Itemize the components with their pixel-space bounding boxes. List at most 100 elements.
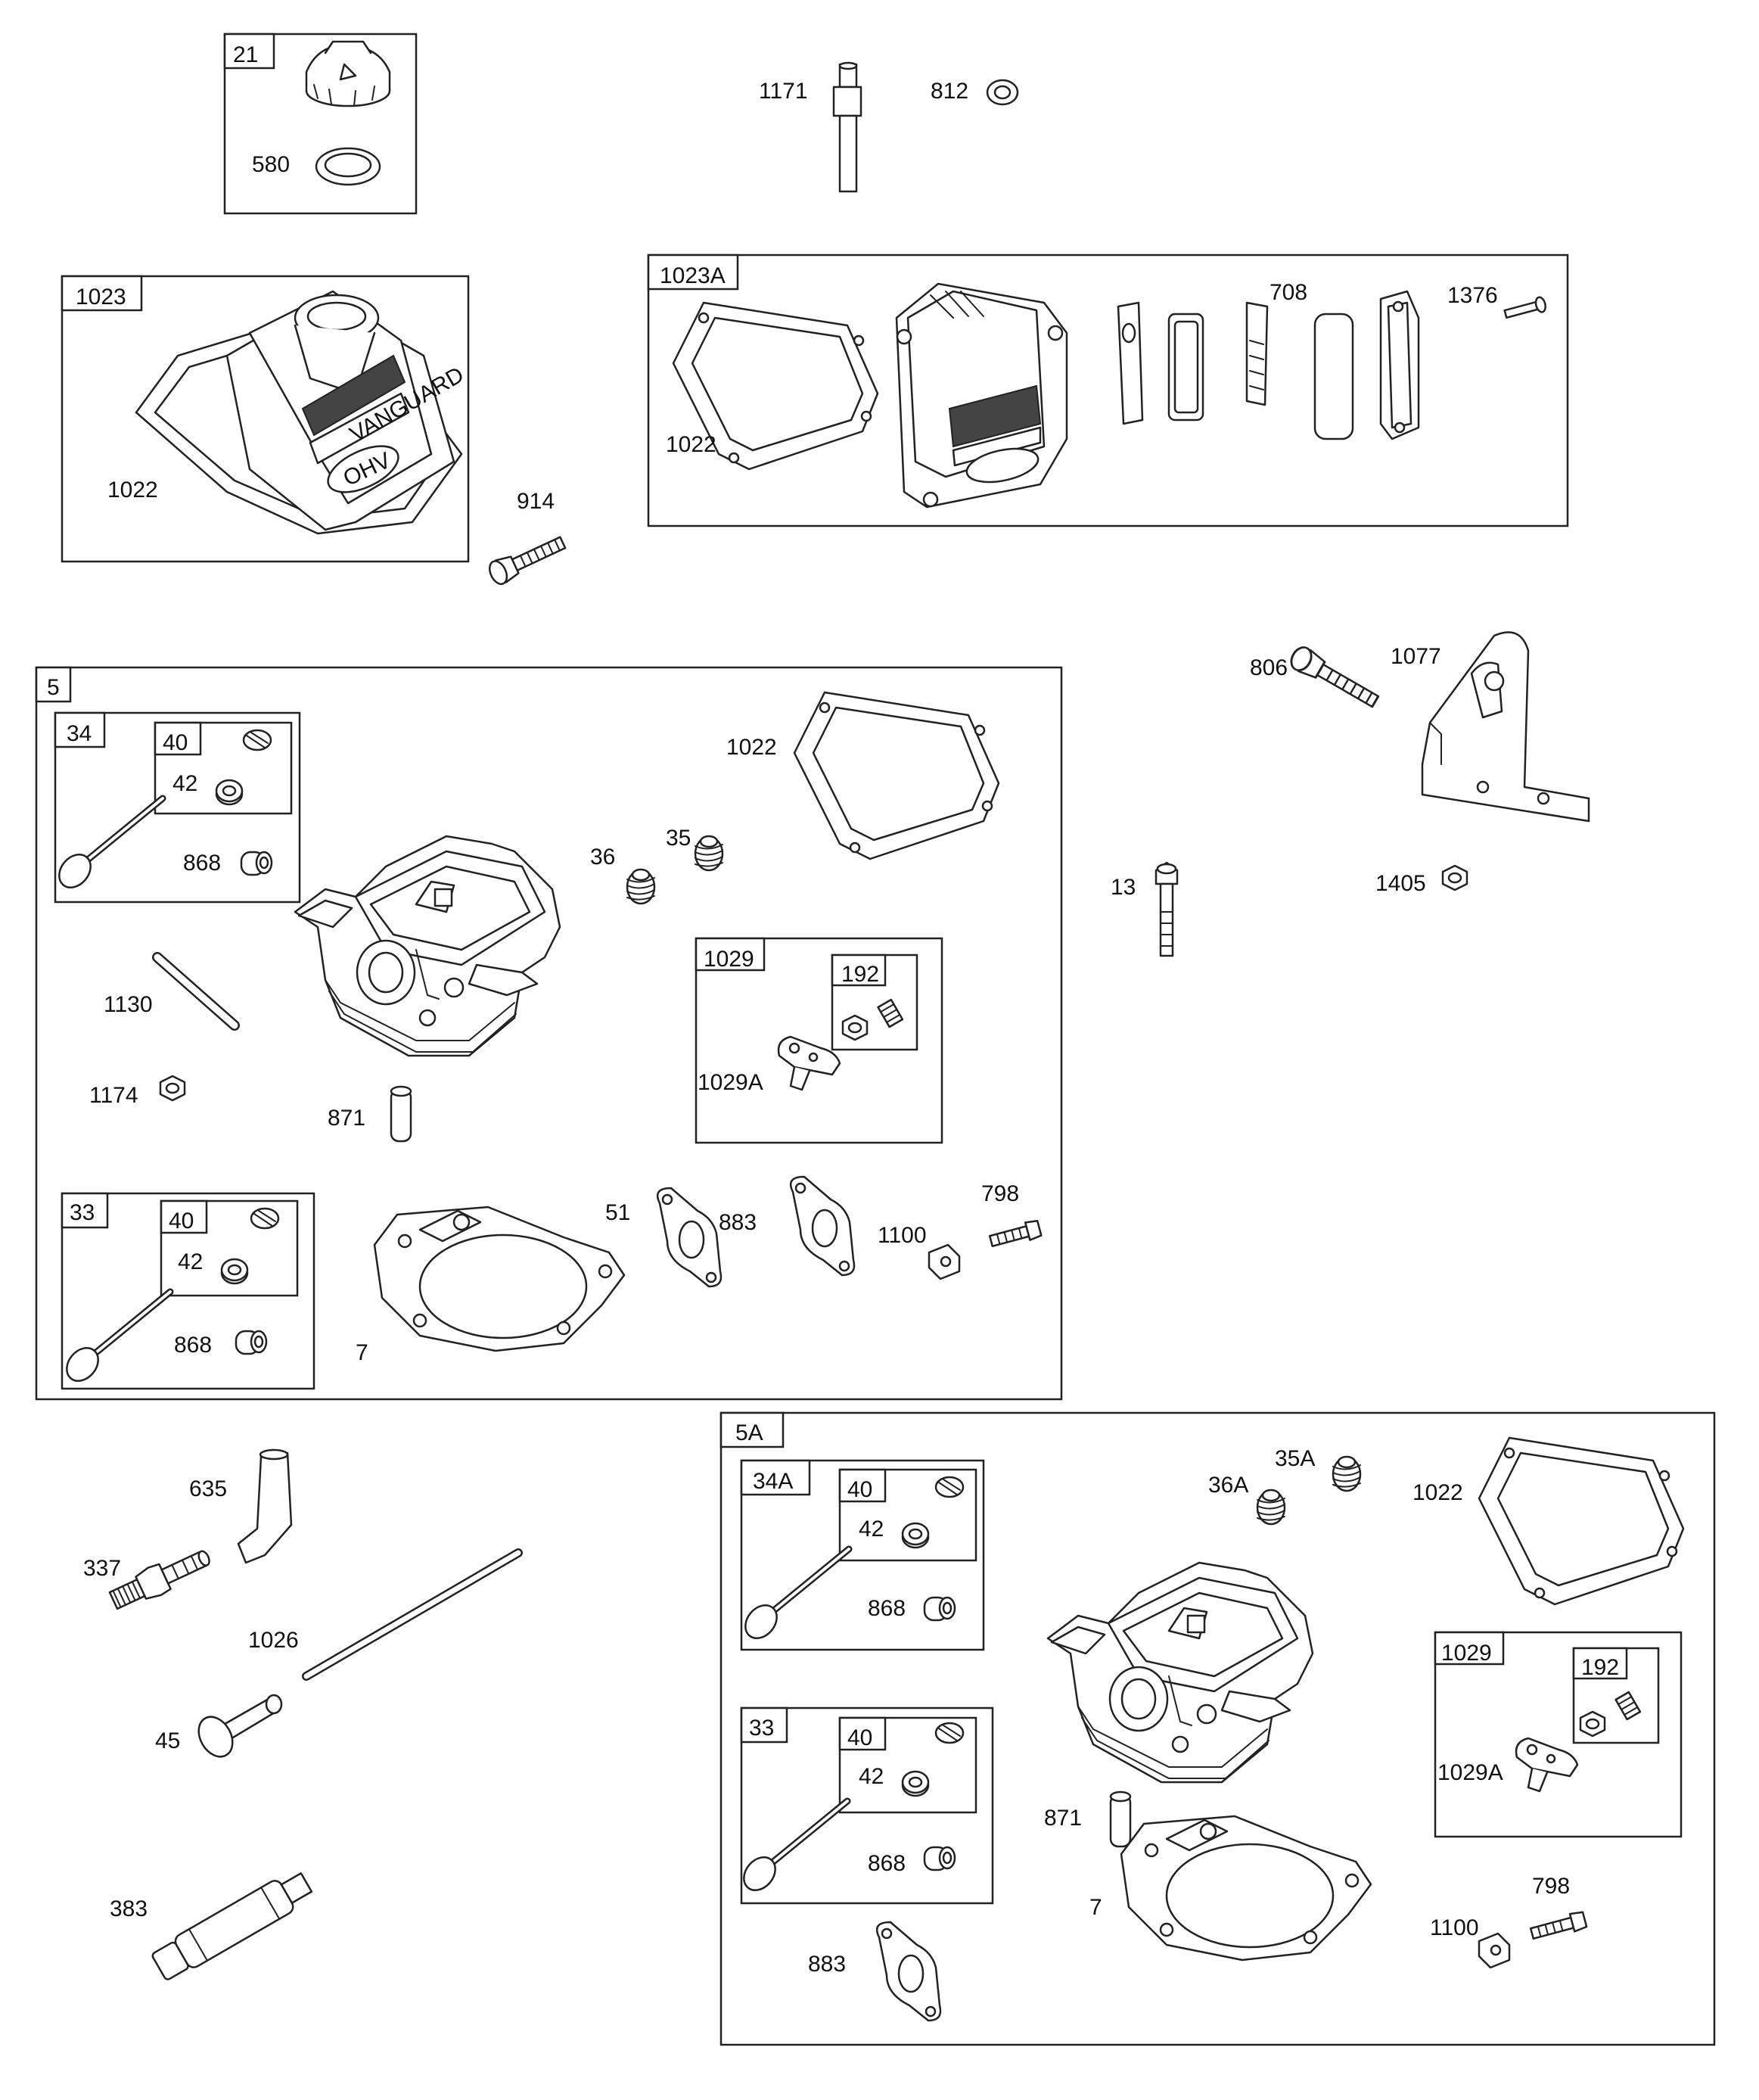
nut-1405-part bbox=[1441, 864, 1468, 891]
adjust-screw-part bbox=[877, 998, 904, 1028]
head-gasket-7-5A-part bbox=[1120, 1815, 1372, 1962]
group-5A-33-40-tag: 40 bbox=[847, 1725, 872, 1750]
label-871-5A: 871 bbox=[1044, 1806, 1082, 1831]
label-812: 812 bbox=[931, 79, 968, 104]
group-5-33-40-tag: 40 bbox=[169, 1209, 194, 1234]
spring-36A-part bbox=[1256, 1489, 1286, 1526]
spring-36-part bbox=[626, 868, 656, 905]
label-1022: 1022 bbox=[107, 478, 158, 502]
breather-parts bbox=[1117, 290, 1420, 440]
rocker-arm-part bbox=[1515, 1737, 1579, 1793]
valve-part bbox=[61, 1292, 170, 1387]
label-798-5A: 798 bbox=[1532, 1874, 1570, 1899]
dowel-871-part bbox=[390, 1085, 412, 1143]
label-868: 868 bbox=[183, 851, 221, 876]
valve-cap-part bbox=[242, 729, 272, 751]
label-708: 708 bbox=[1270, 280, 1307, 305]
label-871: 871 bbox=[328, 1106, 365, 1131]
valve-seal-part bbox=[235, 1330, 268, 1355]
label-1022-5A: 1022 bbox=[1412, 1480, 1463, 1505]
label-883: 883 bbox=[719, 1210, 757, 1235]
label-1100-5A: 1100 bbox=[1430, 1915, 1479, 1940]
retainer-part bbox=[220, 1258, 249, 1285]
dowel-871-5A-part bbox=[1109, 1790, 1132, 1848]
group-5A-1029-tag: 1029 bbox=[1441, 1641, 1492, 1666]
label-1022-g5: 1022 bbox=[726, 735, 777, 760]
label-868: 868 bbox=[174, 1333, 212, 1358]
label-337: 337 bbox=[83, 1556, 121, 1581]
gasket-51-part bbox=[656, 1187, 723, 1288]
spark-plug-337-part bbox=[108, 1550, 210, 1610]
retainer-part bbox=[901, 1770, 930, 1797]
screw-1376-part bbox=[1503, 296, 1546, 319]
label-13: 13 bbox=[1111, 875, 1136, 900]
group-1023-tag: 1023 bbox=[76, 285, 126, 310]
group-21: 21 580 bbox=[223, 33, 418, 215]
label-883-5A: 883 bbox=[808, 1952, 846, 1977]
boot-635-part bbox=[237, 1448, 293, 1564]
group-5A-34A-40-tag: 40 bbox=[847, 1477, 872, 1502]
valve-part bbox=[739, 1549, 849, 1644]
label-1100: 1100 bbox=[878, 1223, 927, 1248]
label-7-5A: 7 bbox=[1089, 1895, 1102, 1920]
group-5-33: 33 40 42 868 bbox=[61, 1192, 315, 1389]
label-42: 42 bbox=[178, 1249, 203, 1274]
retainer-part bbox=[215, 779, 244, 806]
valve-cover-part: VANGUARD OHV bbox=[225, 290, 468, 531]
label-1022-1023A: 1022 bbox=[666, 432, 716, 457]
group-5A-33: 33 40 42 868 bbox=[738, 1706, 994, 1905]
valve-seal-part bbox=[923, 1846, 956, 1871]
group-5-34-tag: 34 bbox=[67, 721, 92, 746]
label-1405: 1405 bbox=[1375, 871, 1426, 896]
group-5: 5 34 40 42 868 1130 1174 87 bbox=[35, 666, 1063, 1401]
valve-cap-part bbox=[934, 1722, 965, 1744]
label-7: 7 bbox=[356, 1340, 368, 1365]
pin-1130-part bbox=[152, 952, 240, 1031]
group-1023: 1023 VANGUARD OHV 1022 bbox=[61, 275, 470, 563]
valve-cap-part bbox=[934, 1476, 965, 1498]
valve-cover-1023A-part bbox=[895, 282, 1068, 509]
group-1023A-tag: 1023A bbox=[660, 263, 726, 288]
jam-nut-part bbox=[1579, 1710, 1606, 1738]
bolt-806-part bbox=[1286, 642, 1383, 714]
label-1376: 1376 bbox=[1447, 283, 1498, 308]
spark-plug-wrench-383-part bbox=[151, 1872, 313, 1980]
valve-seal-part bbox=[240, 851, 273, 876]
label-806: 806 bbox=[1250, 655, 1288, 680]
bolt-798-5A-part bbox=[1529, 1911, 1588, 1940]
bracket-1077-part bbox=[1421, 631, 1590, 823]
valve-seal-part bbox=[923, 1596, 956, 1622]
label-45: 45 bbox=[155, 1728, 180, 1753]
rocker-arm-part bbox=[777, 1035, 841, 1091]
pcv-fitting-part bbox=[832, 61, 862, 193]
group-21-tag: 21 bbox=[233, 42, 258, 67]
label-1174: 1174 bbox=[89, 1083, 138, 1108]
adjust-screw-part bbox=[1614, 1691, 1642, 1721]
valve-part bbox=[738, 1801, 847, 1896]
retainer-part bbox=[901, 1522, 930, 1549]
clip-1100-5A-part bbox=[1478, 1932, 1511, 1969]
group-5-34-40-tag: 40 bbox=[163, 730, 188, 755]
spring-35A-part bbox=[1332, 1455, 1362, 1492]
group-5-1029: 1029 192 1029A bbox=[695, 937, 943, 1144]
spring-35-part bbox=[694, 835, 724, 872]
valve-part bbox=[53, 798, 163, 894]
cylinder-head-5A-part bbox=[1046, 1561, 1314, 1784]
group-5A: 5A 34A 40 42 868 33 40 42 bbox=[719, 1411, 1716, 2046]
label-1077: 1077 bbox=[1391, 644, 1441, 669]
label-51: 51 bbox=[605, 1200, 630, 1225]
group-5-1029-192-tag: 192 bbox=[841, 962, 879, 987]
label-1029A: 1029A bbox=[1437, 1760, 1503, 1785]
label-798: 798 bbox=[981, 1181, 1019, 1206]
label-635: 635 bbox=[189, 1476, 227, 1501]
group-5-34: 34 40 42 868 bbox=[53, 711, 301, 904]
label-1171: 1171 bbox=[759, 79, 808, 104]
label-35A: 35A bbox=[1275, 1446, 1315, 1471]
group-5A-1029: 1029 192 1029A bbox=[1434, 1631, 1683, 1838]
bolt-13-part bbox=[1155, 861, 1179, 957]
head-gasket-7-part bbox=[373, 1206, 626, 1352]
group-5-1029-tag: 1029 bbox=[704, 947, 754, 972]
o-ring-part bbox=[315, 147, 381, 186]
label-868: 868 bbox=[868, 1851, 906, 1876]
